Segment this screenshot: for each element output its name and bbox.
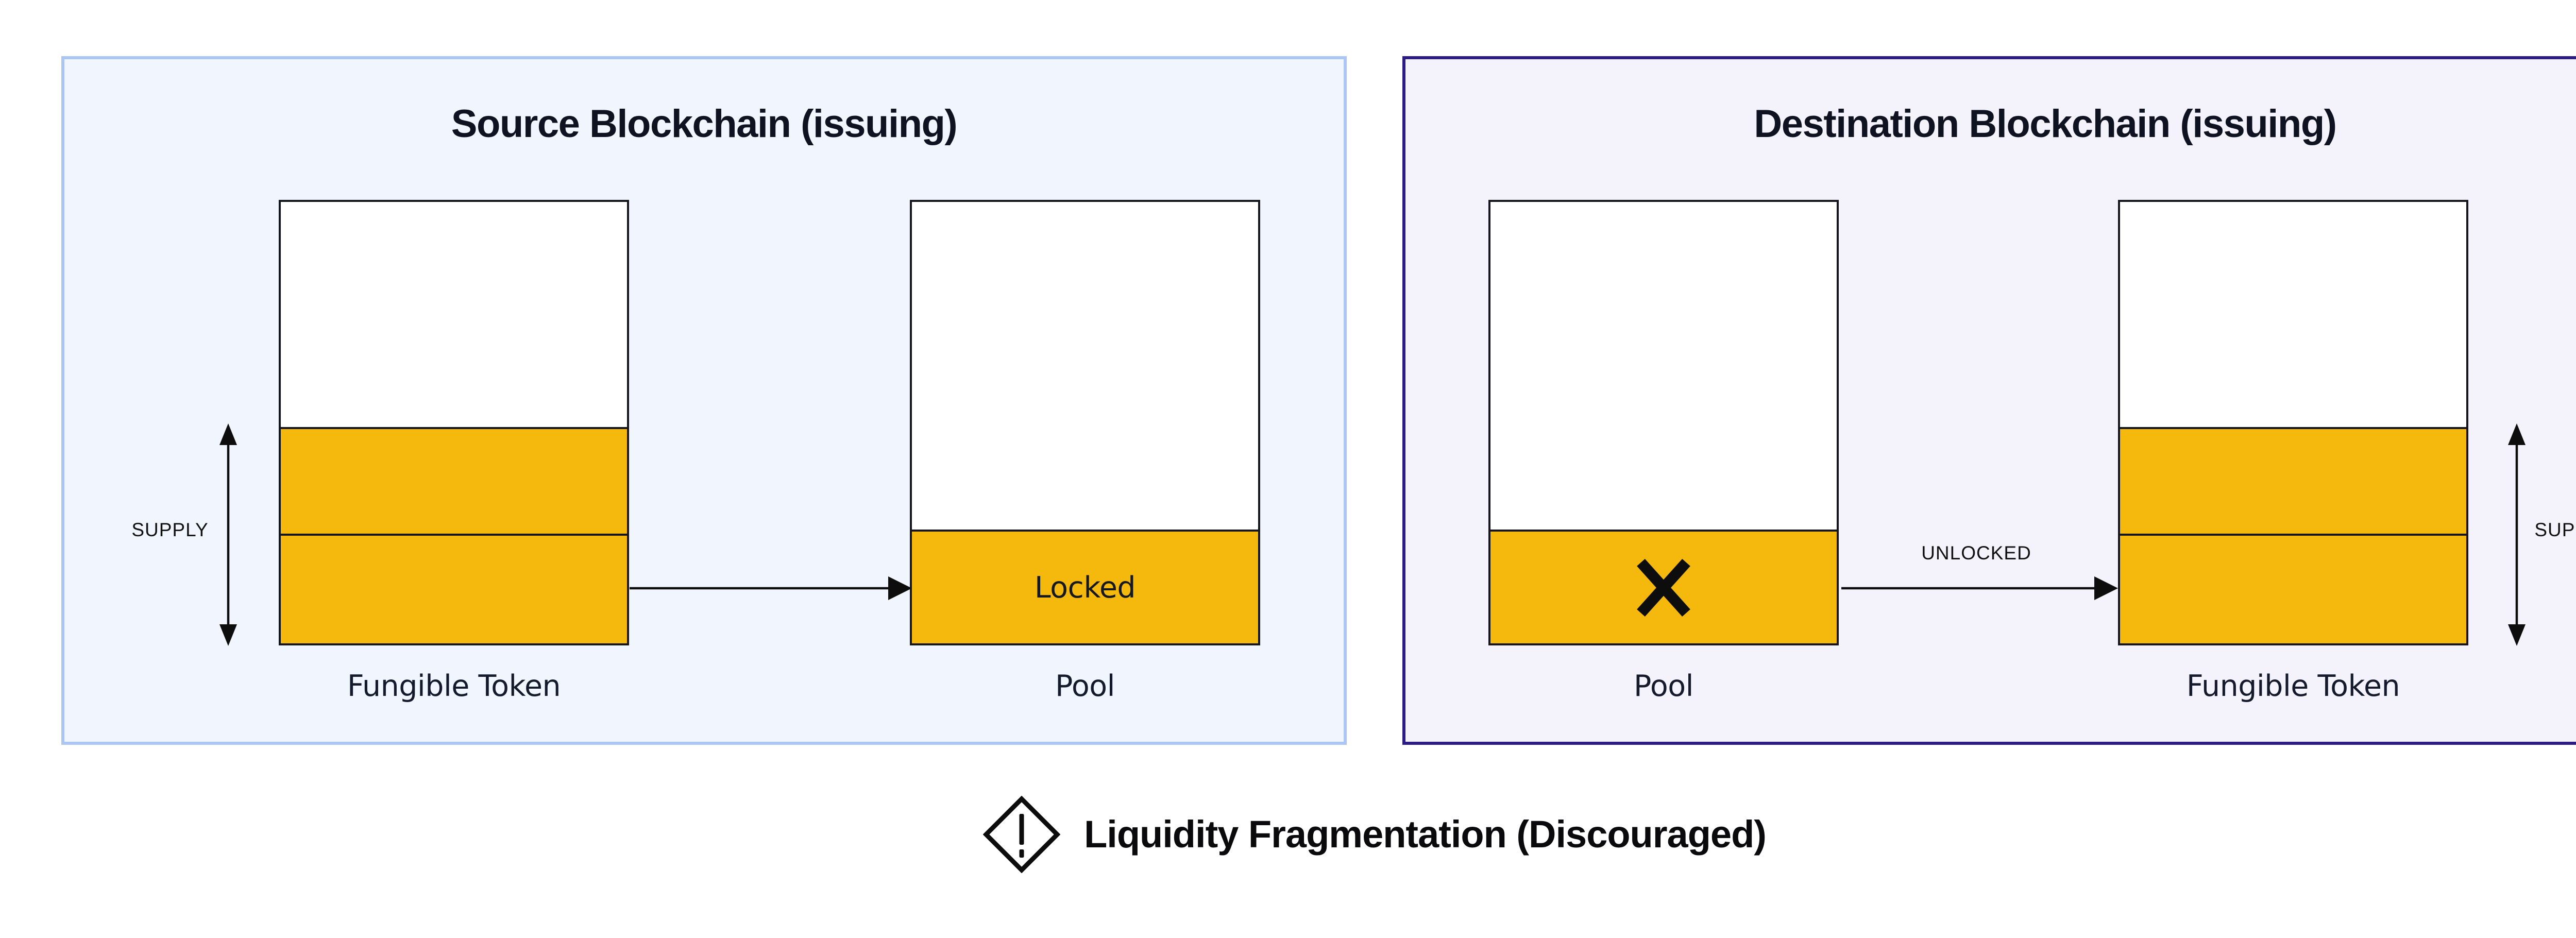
source-pool-label: Pool: [1055, 669, 1115, 703]
unissued-segment: [2120, 202, 2466, 427]
alert-diamond-icon: [983, 796, 1061, 873]
destination-panel-title: Destination Blockchain (issuing): [1754, 102, 2337, 146]
unissued-segment: [281, 202, 627, 427]
unlock-transfer-arrow-icon: [1841, 576, 2118, 600]
destination-blockchain-panel: Destination Blockchain (issuing) UNLOCKE…: [1402, 56, 2576, 745]
caption-text: Liquidity Fragmentation (Discouraged): [1084, 813, 1767, 856]
supply-double-arrow-icon: [219, 423, 237, 646]
locked-liquidity-segment: Locked: [912, 530, 1258, 643]
caption-row: Liquidity Fragmentation (Discouraged): [0, 796, 2576, 873]
destination-fungible-token-label: Fungible Token: [2186, 669, 2400, 703]
x-mark-icon: [1637, 558, 1690, 617]
source-fungible-token-bar: [279, 200, 629, 645]
source-panel-title: Source Blockchain (issuing): [451, 102, 958, 146]
supply-segment-lower: [2120, 534, 2466, 643]
supply-double-arrow-icon: [2508, 423, 2526, 646]
source-fungible-token-label: Fungible Token: [347, 669, 561, 703]
empty-pool-segment: [1490, 202, 1837, 530]
supply-segment-upper: [281, 427, 627, 534]
supply-segment-lower: [281, 534, 627, 643]
destination-pool-bar: [1488, 200, 1839, 645]
released-liquidity-segment: [1490, 530, 1837, 643]
source-pool-bar: Locked: [910, 200, 1260, 645]
destination-supply-label: SUPPLY: [2534, 519, 2576, 540]
destination-pool-label: Pool: [1634, 669, 1693, 703]
source-blockchain-panel: Source Blockchain (issuing) SUPPLY Locke…: [61, 56, 1347, 745]
empty-pool-segment: [912, 202, 1258, 530]
locked-label: Locked: [1034, 570, 1136, 605]
destination-fungible-token-bar: [2118, 200, 2468, 645]
source-supply-label: SUPPLY: [131, 519, 209, 540]
supply-segment-upper: [2120, 427, 2466, 534]
lock-transfer-arrow-icon: [630, 576, 912, 600]
unlocked-label: UNLOCKED: [1921, 542, 2031, 564]
